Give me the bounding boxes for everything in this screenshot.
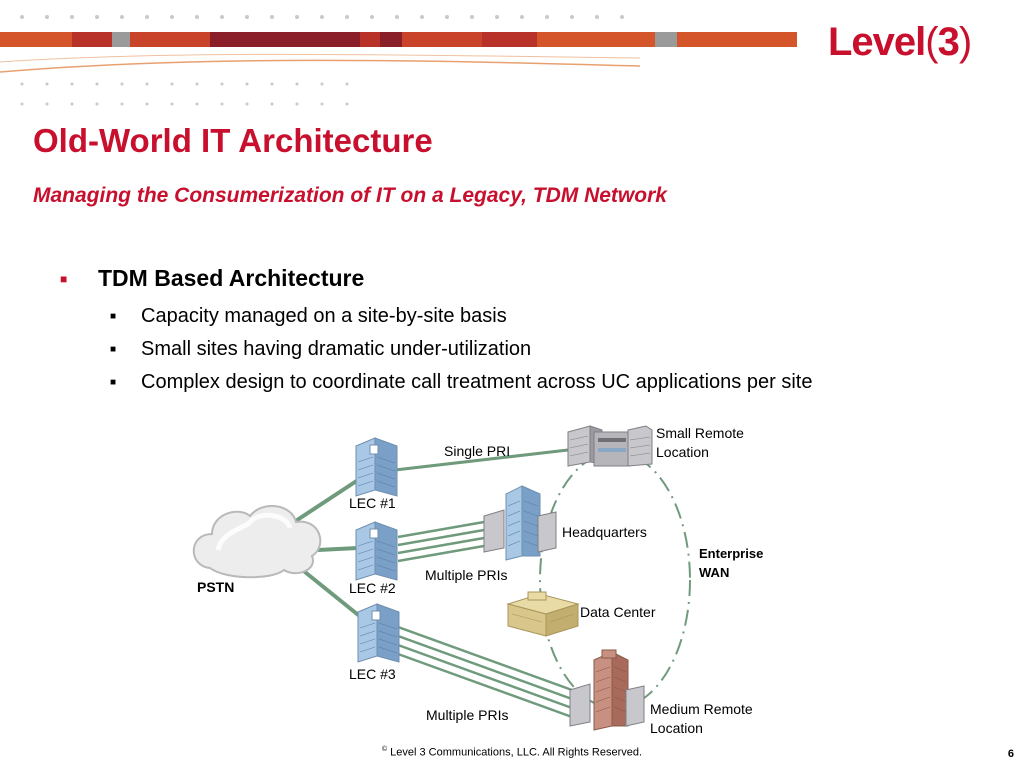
building-icon-lec1 [355, 437, 398, 497]
headquarters-icon [483, 485, 557, 561]
medium-remote-icon [569, 649, 645, 731]
multiple-pris-medium [397, 625, 573, 719]
pstn-label: PSTN [197, 579, 234, 595]
bullet-marker: ■ [110, 377, 117, 388]
swoosh-line-2 [0, 53, 641, 63]
bullet-marker: ■ [110, 344, 117, 355]
building-icon-lec2 [355, 521, 398, 581]
server-rack-icon-small-remote [567, 425, 653, 467]
network-diagram: PSTN LEC #1 LEC #2 LEC #3 Single PRI Mul… [192, 425, 763, 736]
dot-pattern [20, 15, 624, 106]
lec1-label: LEC #1 [349, 495, 396, 511]
multiple-pris-label-1: Multiple PRIs [425, 567, 507, 583]
footer-copyright: © Level 3 Communications, LLC. All Right… [381, 746, 643, 759]
single-pri-link [394, 448, 569, 472]
building-icon-lec3 [357, 603, 400, 663]
multiple-pris-hq [397, 520, 485, 563]
enterprise-wan-label-1: Enterprise [699, 546, 763, 561]
data-center-icon [506, 591, 580, 637]
page-number: 6 [1007, 748, 1014, 760]
small-remote-label-2: Location [656, 444, 709, 460]
lec3-label: LEC #3 [349, 666, 396, 682]
multiple-pris-label-2: Multiple PRIs [426, 707, 508, 723]
medium-remote-label-1: Medium Remote [650, 701, 753, 717]
pstn-lec1-link [283, 478, 360, 530]
enterprise-wan-label-2: WAN [699, 565, 729, 580]
medium-remote-label-2: Location [650, 720, 703, 736]
cloud-icon [192, 504, 322, 579]
slide-title: Old-World IT Architecture [33, 122, 433, 159]
bullet-marker: ■ [60, 272, 68, 286]
lec2-label: LEC #2 [349, 580, 396, 596]
level3-logo: Level(3) [828, 20, 972, 64]
slide-subtitle: Managing the Consumerization of IT on a … [33, 184, 667, 207]
color-bar [0, 32, 797, 47]
bullet-marker: ■ [110, 311, 117, 322]
header-decoration [0, 15, 797, 106]
swoosh-line [0, 59, 641, 73]
data-center-label: Data Center [580, 604, 656, 620]
headquarters-label: Headquarters [562, 524, 647, 540]
pstn-lec3-link [298, 566, 364, 620]
small-remote-label-1: Small Remote [656, 425, 744, 441]
pstn-lec2-link [317, 546, 359, 552]
single-pri-label: Single PRI [444, 443, 510, 459]
